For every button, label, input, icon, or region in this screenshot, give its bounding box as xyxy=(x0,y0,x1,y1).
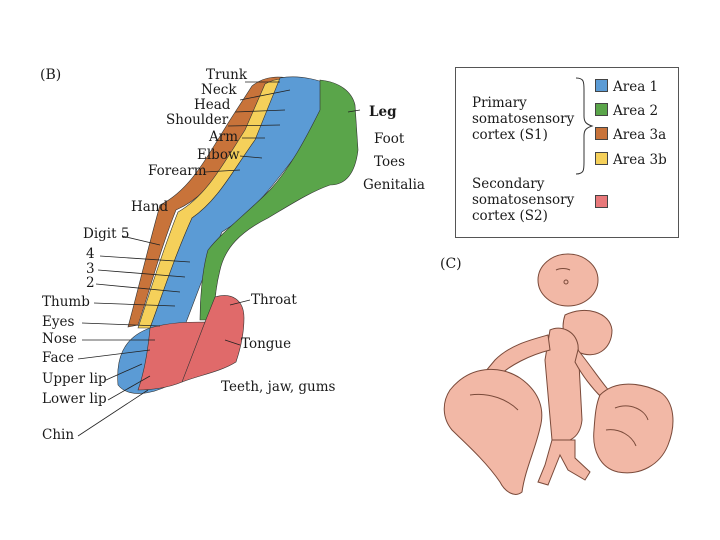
label-nose: Nose xyxy=(42,331,77,347)
label-foot: Foot xyxy=(374,131,405,147)
legend-secondary-line-1: Secondary xyxy=(472,176,545,192)
label-upper-lip: Upper lip xyxy=(42,371,107,387)
label-eyes: Eyes xyxy=(42,314,75,330)
homunculus-torso xyxy=(544,327,583,443)
label-lower-lip: Lower lip xyxy=(42,391,107,407)
legend-area3a-label: Area 3a xyxy=(613,127,667,143)
label-genitalia: Genitalia xyxy=(363,177,425,193)
legend-brace xyxy=(575,77,594,175)
label-arm: Arm xyxy=(209,129,239,145)
homunculus-right-hand xyxy=(593,383,674,474)
label-leg: Leg xyxy=(369,104,397,120)
label-digit3: 3 xyxy=(86,261,95,277)
s2-lower-region xyxy=(137,321,206,391)
label-digit4: 4 xyxy=(86,246,95,262)
area1-swatch xyxy=(595,79,608,92)
area-1-region xyxy=(117,76,346,394)
area3a-swatch xyxy=(595,127,608,140)
panel-b-label: (B) xyxy=(40,67,62,83)
area2-swatch xyxy=(595,103,608,116)
area3b-swatch xyxy=(595,152,608,165)
label-digit2: 2 xyxy=(86,275,95,291)
legend: Primary somatosensory cortex (S1) Area 1… xyxy=(455,67,679,238)
legend-item-area1: Area 1 xyxy=(595,79,659,95)
legend-secondary-line-2: somatosensory xyxy=(472,192,575,208)
panel-c-label: (C) xyxy=(440,256,462,272)
area-2-region xyxy=(199,79,359,321)
label-tongue: Tongue xyxy=(241,336,292,352)
legend-item-area2: Area 2 xyxy=(595,103,659,119)
legend-area2-label: Area 2 xyxy=(613,103,659,119)
legend-area3b-label: Area 3b xyxy=(613,152,667,168)
label-head: Head xyxy=(194,97,231,113)
legend-primary-line-1: Primary xyxy=(472,95,527,111)
label-face: Face xyxy=(42,350,75,366)
label-chin: Chin xyxy=(42,427,75,443)
legend-secondary-text: Secondary somatosensory cortex (S2) xyxy=(472,176,574,224)
legend-primary-line-2: somatosensory xyxy=(472,111,575,127)
label-shoulder: Shoulder xyxy=(166,112,229,128)
label-digit5: Digit 5 xyxy=(83,226,130,242)
label-elbow: Elbow xyxy=(197,147,240,163)
legend-item-area3a: Area 3a xyxy=(595,127,667,143)
legend-secondary-line-3: cortex (S2) xyxy=(472,208,548,224)
label-trunk: Trunk xyxy=(206,67,248,83)
legend-primary-line-3: cortex (S1) xyxy=(472,127,548,143)
label-teeth-jaw-gums: Teeth, jaw, gums xyxy=(221,379,336,395)
s2-swatch xyxy=(595,195,608,208)
label-toes: Toes xyxy=(374,154,406,170)
homunculus-head xyxy=(537,253,599,307)
homunculus-legs xyxy=(537,439,591,486)
legend-primary-text: Primary somatosensory cortex (S1) xyxy=(472,95,574,143)
homunculus-left-hand xyxy=(443,368,543,495)
legend-area1-label: Area 1 xyxy=(613,79,659,95)
legend-item-area3b: Area 3b xyxy=(595,152,667,168)
label-forearm: Forearm xyxy=(148,163,207,179)
label-hand: Hand xyxy=(131,199,169,215)
label-neck: Neck xyxy=(201,82,237,98)
label-thumb: Thumb xyxy=(42,294,90,310)
label-throat: Throat xyxy=(251,292,297,308)
